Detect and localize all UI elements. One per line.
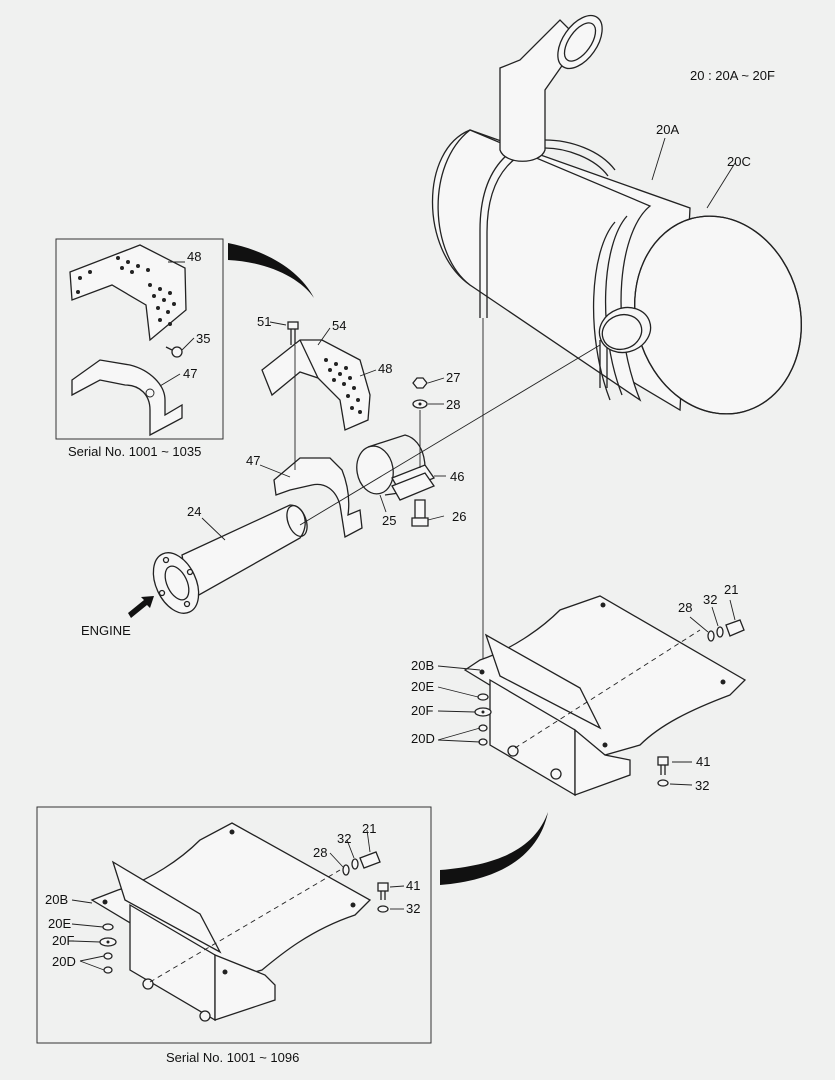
transfer-arrow-top	[228, 243, 314, 298]
header-note: 20 : 20A ~ 20F	[690, 68, 775, 83]
label-48: 48	[378, 361, 392, 376]
label-20c: 20C	[727, 154, 751, 169]
label-32-right: 32	[703, 592, 717, 607]
muffler-assembly	[432, 14, 802, 415]
inset-bottom-label-20b: 20B	[45, 892, 68, 907]
inset-bottom-label-32-bottom: 32	[406, 901, 420, 916]
inset-bottom-label-28: 28	[313, 845, 327, 860]
label-47: 47	[246, 453, 260, 468]
label-20b: 20B	[411, 658, 434, 673]
mid-parts	[128, 318, 601, 660]
engine-arrow	[128, 596, 154, 618]
label-20e: 20E	[411, 679, 434, 694]
label-26: 26	[452, 509, 466, 524]
label-24: 24	[187, 504, 201, 519]
inset-bottom-caption: Serial No. 1001 ~ 1096	[166, 1050, 299, 1065]
label-20f: 20F	[411, 703, 433, 718]
inset-bottom-label-20d: 20D	[52, 954, 76, 969]
label-28-right: 28	[678, 600, 692, 615]
inset-top-label-35: 35	[196, 331, 210, 346]
label-46: 46	[450, 469, 464, 484]
inset-bottom-label-20e: 20E	[48, 916, 71, 931]
inset-top-label-47: 47	[183, 366, 197, 381]
label-51: 51	[257, 314, 271, 329]
inset-bottom-label-21: 21	[362, 821, 376, 836]
label-54: 54	[332, 318, 346, 333]
label-25: 25	[382, 513, 396, 528]
inset-bottom-label-32-top: 32	[337, 831, 351, 846]
transfer-arrow-bottom	[440, 812, 548, 885]
label-41: 41	[696, 754, 710, 769]
label-21: 21	[724, 582, 738, 597]
inset-bottom-label-41: 41	[406, 878, 420, 893]
inset-top-frame	[55, 238, 224, 440]
label-32-bottom: 32	[695, 778, 709, 793]
label-20a: 20A	[656, 122, 679, 137]
inset-top-label-48: 48	[187, 249, 201, 264]
perforation-holes	[76, 256, 176, 326]
inset-bottom-label-20f: 20F	[52, 933, 74, 948]
inset-top-caption: Serial No. 1001 ~ 1035	[68, 444, 201, 459]
label-20d: 20D	[411, 731, 435, 746]
label-28-top: 28	[446, 397, 460, 412]
label-27: 27	[446, 370, 460, 385]
cover-perforations	[324, 358, 362, 414]
engine-label: ENGINE	[81, 623, 131, 638]
inset-bottom-frame	[36, 806, 432, 1044]
mount-bracket-main	[437, 595, 747, 797]
